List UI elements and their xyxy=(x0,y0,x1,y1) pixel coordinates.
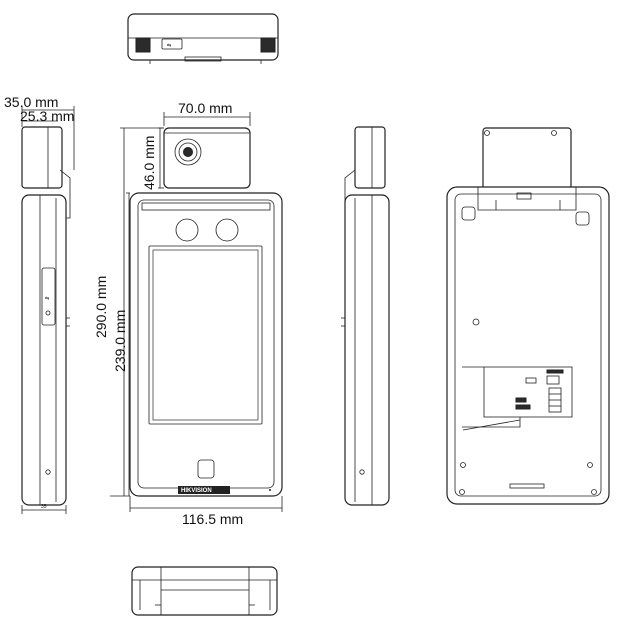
fingerprint-card-area xyxy=(197,459,215,479)
front-view: HIKVISION 70.0 mm 46.0 mm 290.0 mm 239.0… xyxy=(93,100,283,527)
left-side-camera-block xyxy=(21,126,63,189)
back-connector-panel xyxy=(483,366,573,418)
brand-logo: HIKVISION xyxy=(181,488,212,494)
left-side-usb-panel xyxy=(41,267,56,326)
dim-body-height: 239.0 mm xyxy=(112,310,128,372)
left-side-view: ⇆ 35.0 mm 25.3 mm 35 xyxy=(4,94,74,514)
front-screen xyxy=(152,249,259,421)
connector-small xyxy=(525,377,537,384)
back-body xyxy=(446,186,610,505)
bottom-view xyxy=(131,566,278,616)
dim-side-small: 35 xyxy=(41,504,47,510)
top-view-outline xyxy=(127,13,279,61)
right-side-body xyxy=(344,194,390,506)
front-left-camera xyxy=(175,218,199,242)
dim-total-height: 290.0 mm xyxy=(93,276,109,338)
top-view-right-tab xyxy=(260,37,276,53)
usb-icon: ⇆ xyxy=(167,43,171,49)
front-right-camera xyxy=(215,218,239,242)
usb-icon-side: ⇆ xyxy=(45,296,49,302)
bottom-view-center-panel xyxy=(160,566,250,616)
top-view: ⇆ xyxy=(127,13,279,64)
camera-lens-outer xyxy=(174,138,202,166)
dim-camera-width: 70.0 mm xyxy=(178,100,232,116)
camera-lens-icon xyxy=(183,147,193,157)
back-mount-hole-tl xyxy=(461,206,476,221)
dim-depth-body: 25.3 mm xyxy=(20,108,74,124)
brand-logo-bar xyxy=(178,486,230,494)
top-view-left-tab xyxy=(135,37,151,53)
bottom-view-outline xyxy=(131,566,278,616)
sim-slot xyxy=(515,397,527,403)
dim-body-width: 116.5 mm xyxy=(182,511,243,527)
left-side-body xyxy=(21,194,67,506)
top-view-slot xyxy=(184,56,222,62)
dim-camera-height: 46.0 mm xyxy=(141,136,157,190)
front-screen-frame xyxy=(148,245,263,425)
top-usb-port xyxy=(161,38,183,50)
back-bottom-slot xyxy=(509,483,545,489)
dim-depth-total: 35.0 mm xyxy=(4,94,58,110)
right-side-camera-block xyxy=(354,126,386,189)
back-mount-hole-tr xyxy=(575,211,590,226)
back-view xyxy=(446,127,610,505)
right-side-view xyxy=(341,126,390,506)
